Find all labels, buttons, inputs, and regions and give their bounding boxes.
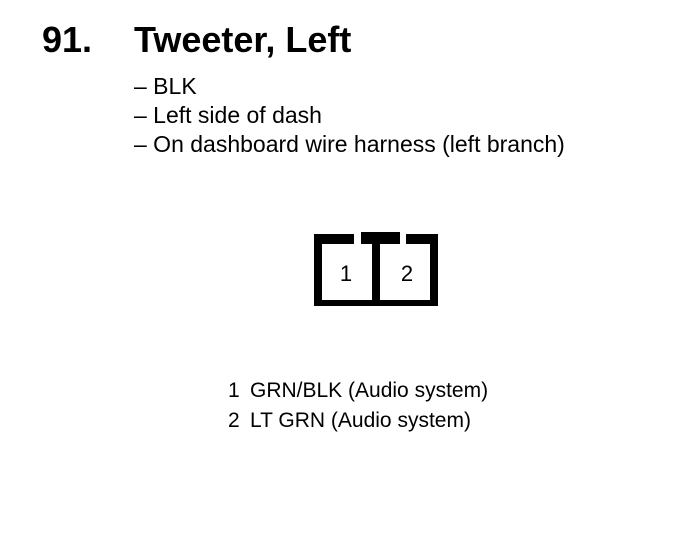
pinout-pin-description: GRN/BLK (Audio system) [250,379,489,402]
connector-details-list: – BLK – Left side of dash – On dashboard… [134,72,565,159]
pinout-row: 2 LT GRN (Audio system) [228,406,488,436]
connector-pin-2-label: 2 [401,261,413,286]
connector-housing [314,232,438,306]
section-title: Tweeter, Left [134,19,352,60]
connector-location: – Left side of dash [134,102,322,128]
pinout-list: 1 GRN/BLK (Audio system) 2 LT GRN (Audio s… [228,376,488,436]
connector-color: – BLK [134,73,197,99]
connector-pin-1-label: 1 [340,261,352,286]
pinout-row: 1 GRN/BLK (Audio system) [228,376,488,406]
section-number: 91. [42,19,93,60]
pinout-pin-description: LT GRN (Audio system) [250,409,471,432]
connector-harness: – On dashboard wire harness (left branch… [134,131,565,157]
pinout-pin-number: 2 [228,409,240,432]
pinout-pin-number: 1 [228,379,240,402]
